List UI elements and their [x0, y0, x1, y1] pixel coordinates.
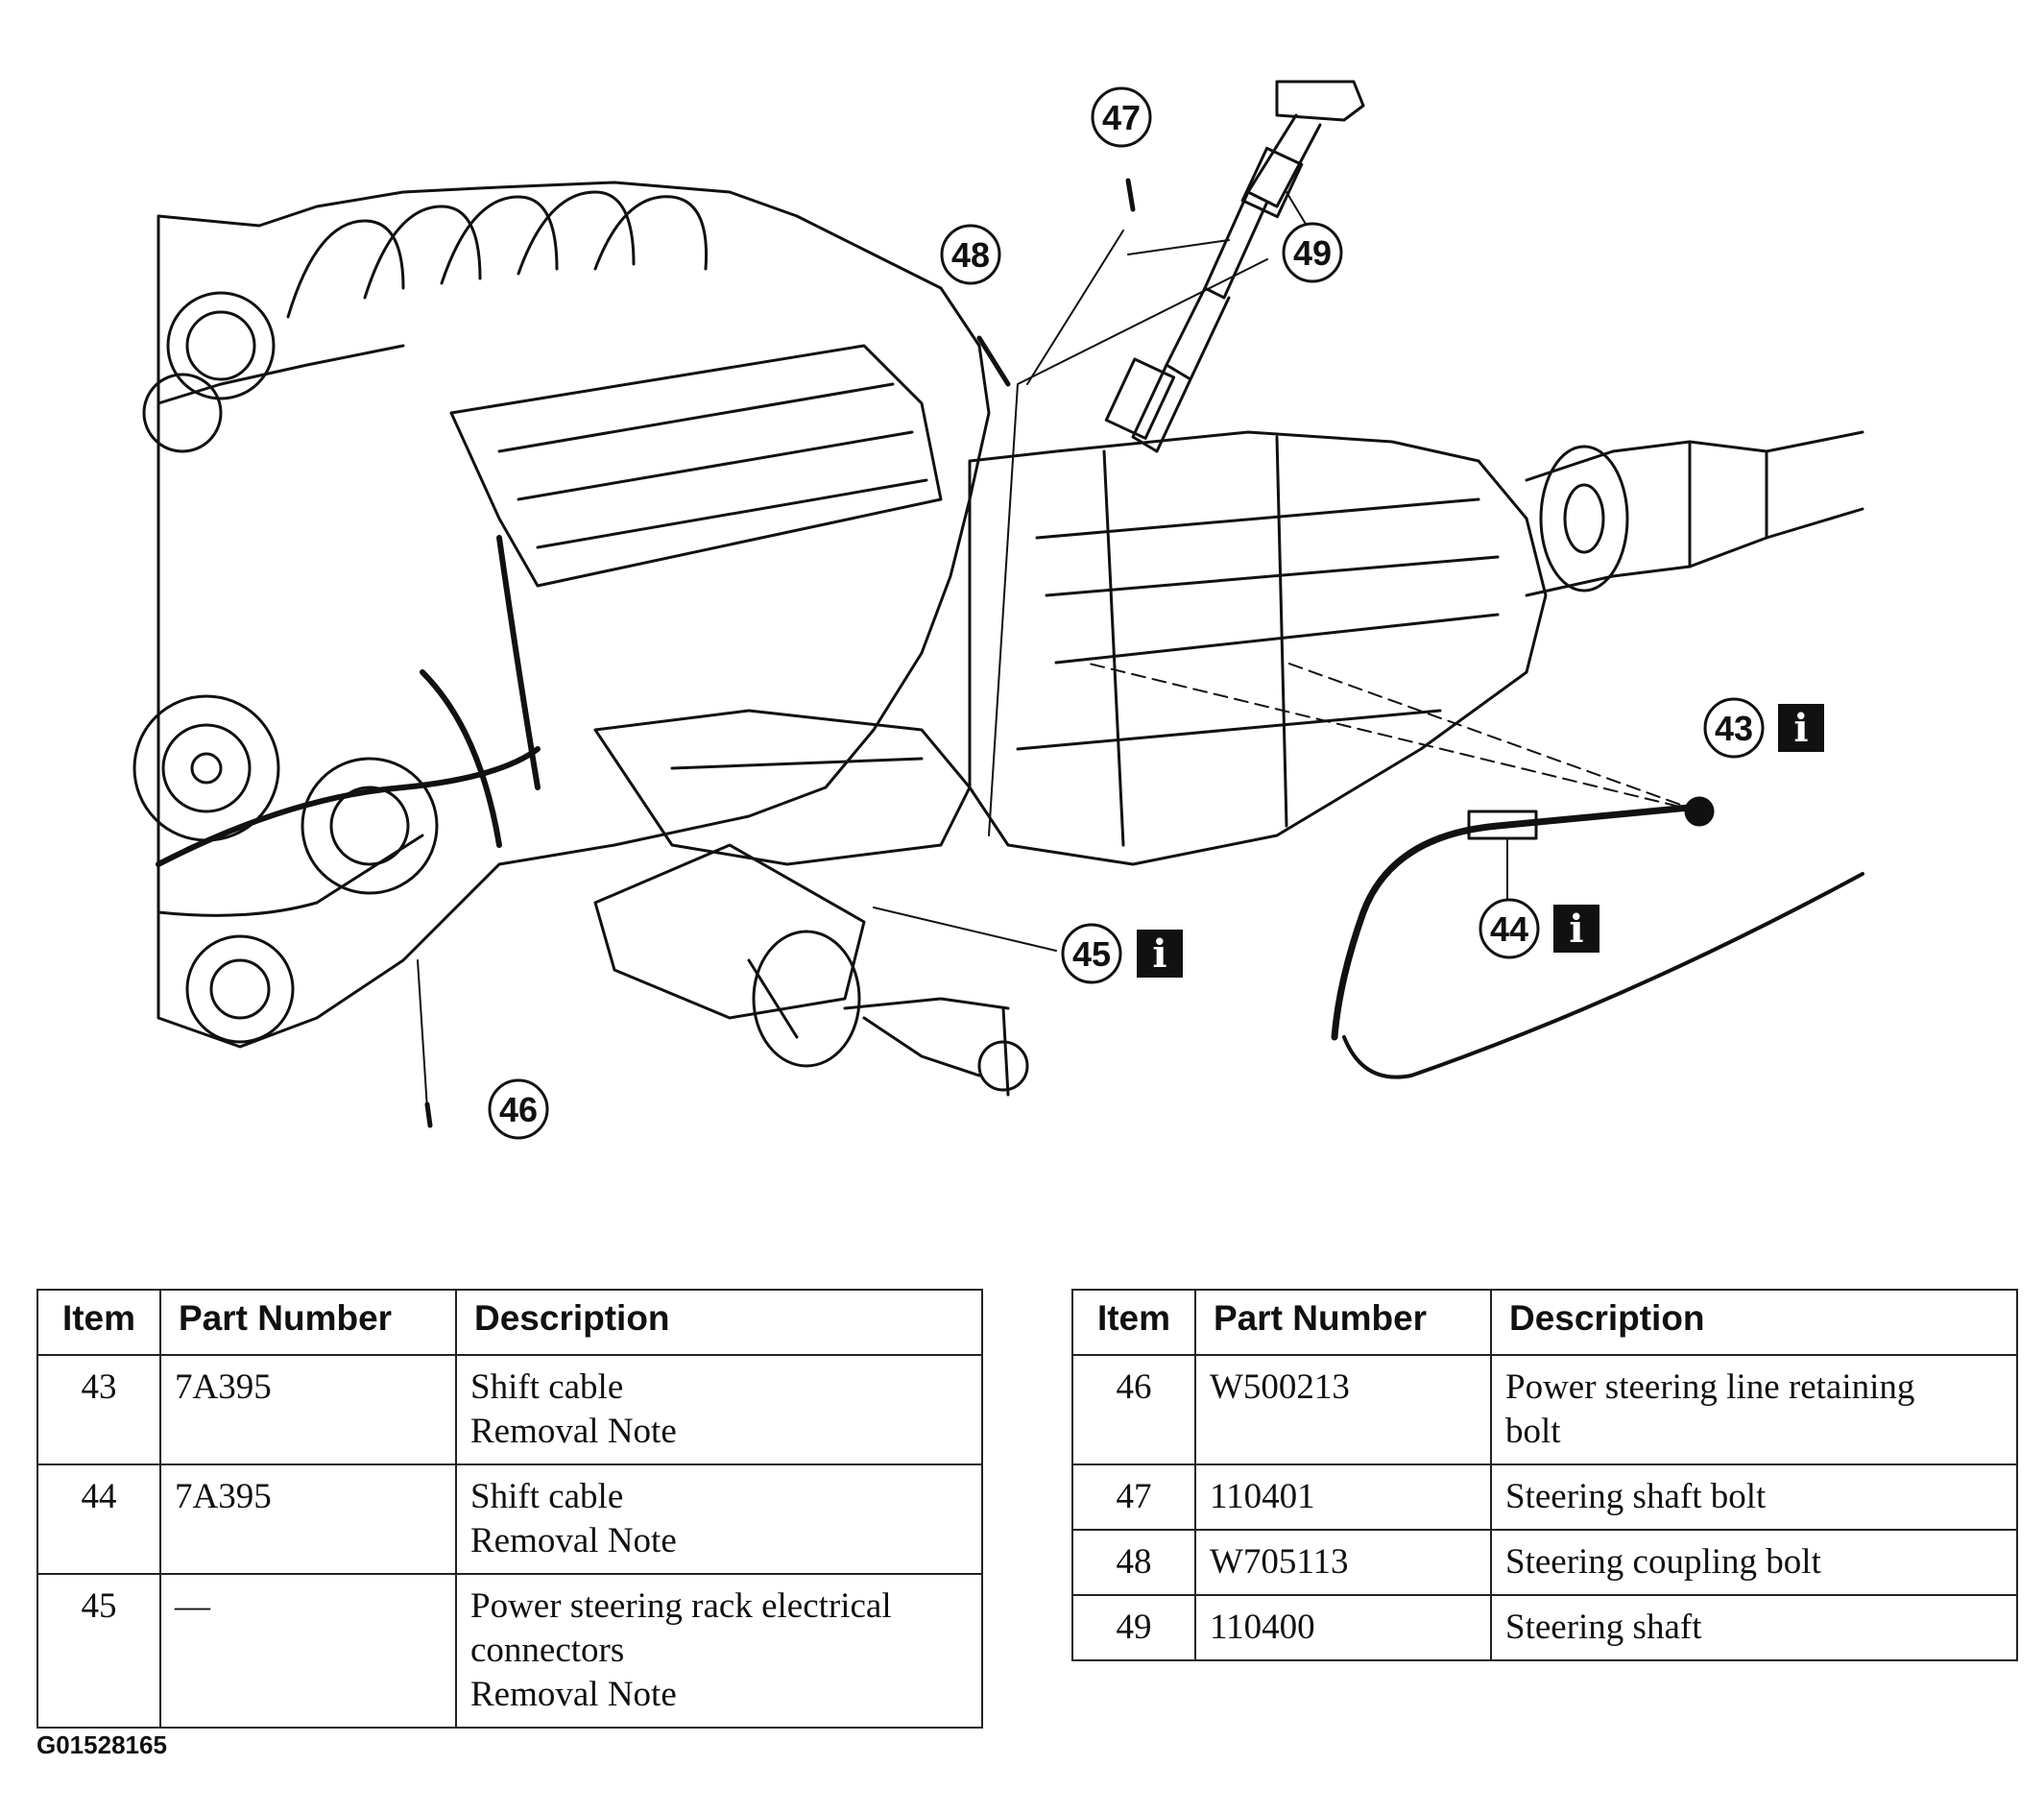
steering-rack-drawing: [593, 843, 1029, 1097]
cell-description: Power steering line retaining bolt: [1490, 1354, 2018, 1465]
svg-text:49: 49: [1293, 233, 1332, 273]
info-icon[interactable]: i: [1553, 905, 1599, 953]
table-row: 44 7A395 Shift cable Removal Note: [36, 1463, 983, 1575]
steering-shaft-drawing: [1104, 80, 1365, 453]
svg-text:i: i: [1569, 907, 1583, 952]
header-description: Description: [1490, 1289, 2018, 1356]
description-line: Shift cable: [470, 1477, 624, 1516]
description-line: Power steering rack electrical: [470, 1586, 892, 1626]
leader-lines: [417, 191, 1700, 1110]
table-row: 47 110401 Steering shaft bolt: [1071, 1463, 2018, 1531]
description-line: Power steering line retaining: [1505, 1367, 1915, 1407]
svg-text:44: 44: [1490, 909, 1528, 949]
cell-description: Shift cable Removal Note: [455, 1354, 983, 1465]
cell-part-number: 7A395: [159, 1463, 457, 1575]
svg-text:47: 47: [1102, 98, 1141, 137]
figure-id: G01528165: [36, 1730, 167, 1759]
table-row: 45 — Power steering rack electrical conn…: [36, 1573, 983, 1729]
header-item: Item: [1071, 1289, 1196, 1356]
description-line: Steering coupling bolt: [1505, 1542, 1821, 1582]
header-item: Item: [36, 1289, 161, 1356]
parts-table-right: Item Part Number Description 46 W500213 …: [1071, 1289, 2018, 1661]
removal-note-link[interactable]: Removal Note: [470, 1521, 677, 1560]
description-line: Steering shaft bolt: [1505, 1477, 1767, 1516]
info-icon[interactable]: i: [1137, 930, 1183, 978]
table-row: 43 7A395 Shift cable Removal Note: [36, 1354, 983, 1465]
cell-part-number: W500213: [1194, 1354, 1492, 1465]
callout-44: 44 i: [1479, 898, 1599, 959]
svg-text:48: 48: [951, 235, 990, 275]
svg-text:43: 43: [1715, 709, 1753, 748]
cell-description: Shift cable Removal Note: [455, 1463, 983, 1575]
header-part-number: Part Number: [159, 1289, 457, 1356]
removal-note-link[interactable]: Removal Note: [470, 1675, 677, 1714]
cell-description: Steering coupling bolt: [1490, 1529, 2018, 1596]
callout-48: 48: [940, 224, 1001, 285]
cell-item: 45: [36, 1573, 161, 1729]
svg-text:45: 45: [1072, 934, 1111, 974]
exploded-view-illustration: 43 i 44 i 45 i 46 47 48: [132, 80, 1864, 1140]
cell-part-number: W705113: [1194, 1529, 1492, 1596]
cell-part-number: 7A395: [159, 1354, 457, 1465]
table-row: 48 W705113 Steering coupling bolt: [1071, 1529, 2018, 1596]
cell-part-number: 110401: [1194, 1463, 1492, 1531]
header-part-number: Part Number: [1194, 1289, 1492, 1356]
svg-text:i: i: [1152, 931, 1166, 977]
cell-item: 49: [1071, 1594, 1196, 1661]
description-line: Steering shaft: [1505, 1608, 1702, 1647]
header-description: Description: [455, 1289, 983, 1356]
removal-note-link[interactable]: Removal Note: [470, 1412, 677, 1451]
cell-item: 47: [1071, 1463, 1196, 1531]
cell-item: 48: [1071, 1529, 1196, 1596]
description-line: bolt: [1505, 1412, 1561, 1451]
cell-part-number: 110400: [1194, 1594, 1492, 1661]
cell-item: 43: [36, 1354, 161, 1465]
table-header-row: Item Part Number Description: [36, 1289, 983, 1356]
svg-text:i: i: [1793, 706, 1808, 751]
table-row: 49 110400 Steering shaft: [1071, 1594, 2018, 1661]
table-row: 46 W500213 Power steering line retaining…: [1071, 1354, 2018, 1465]
callout-49: 49: [1282, 222, 1343, 283]
cell-description: Steering shaft: [1490, 1594, 2018, 1661]
transmission-drawing: [968, 430, 1864, 866]
callout-43: 43 i: [1703, 697, 1824, 759]
parts-table-left: Item Part Number Description 43 7A395 Sh…: [36, 1289, 983, 1729]
cell-part-number: —: [159, 1573, 457, 1729]
cell-description: Power steering rack electrical connector…: [455, 1573, 983, 1729]
svg-text:46: 46: [499, 1090, 538, 1129]
table-header-row: Item Part Number Description: [1071, 1289, 2018, 1356]
cell-item: 46: [1071, 1354, 1196, 1465]
info-icon[interactable]: i: [1778, 704, 1824, 752]
callout-46: 46: [488, 1078, 549, 1140]
cell-description: Steering shaft bolt: [1490, 1463, 2018, 1531]
callout-45: 45 i: [1061, 923, 1183, 984]
cell-item: 44: [36, 1463, 161, 1575]
engine-drawing: [132, 181, 991, 1049]
description-line: connectors: [470, 1631, 625, 1670]
callout-47: 47: [1091, 86, 1152, 148]
description-line: Shift cable: [470, 1367, 624, 1407]
